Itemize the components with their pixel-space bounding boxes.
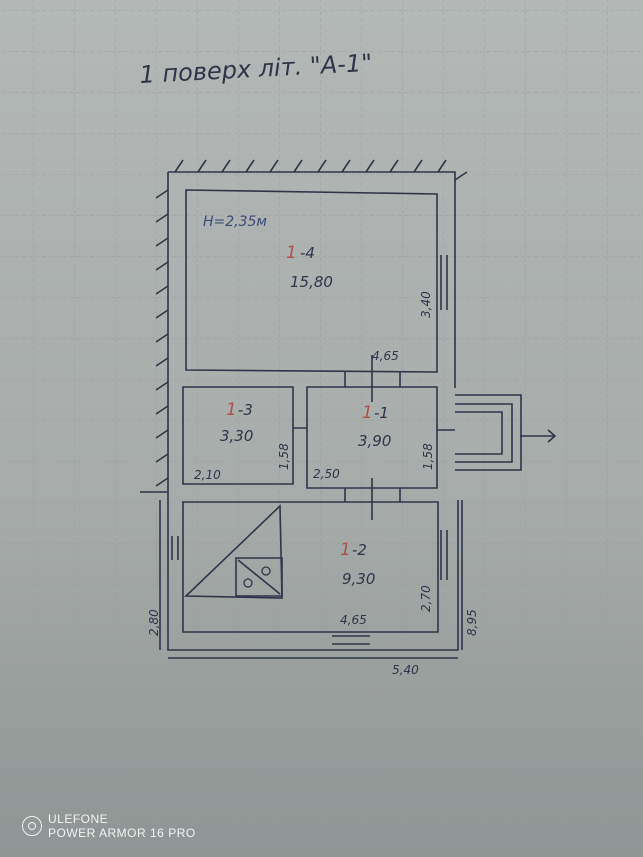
room-1-2-number: 1 xyxy=(340,540,351,560)
room-1-1-area: 3,90 xyxy=(358,432,391,450)
dim-room3-height: 1,58 xyxy=(277,443,291,470)
room-1-1-suffix: -1 xyxy=(374,404,389,422)
room-1-2-area: 9,30 xyxy=(342,570,375,588)
dim-room4-height: 3,40 xyxy=(419,291,433,318)
dim-room4-width: 4,65 xyxy=(372,349,399,363)
room-1-4-number: 1 xyxy=(286,243,297,263)
dim-room2-width: 4,65 xyxy=(340,613,367,627)
stove-burner xyxy=(243,578,253,588)
room-1-1-number: 1 xyxy=(362,403,373,423)
room-1-3-number: 1 xyxy=(226,400,237,420)
stove-burner xyxy=(261,566,271,576)
dim-outer-right: 8,95 xyxy=(465,609,479,636)
dim-room1-height: 1,58 xyxy=(421,443,435,470)
ceiling-height-note: H=2,35м xyxy=(203,214,267,230)
watermark-model: POWER ARMOR 16 PRO xyxy=(48,826,196,840)
ulefone-logo-icon xyxy=(22,816,42,836)
dim-room2-height: 2,70 xyxy=(419,585,433,612)
dim-outer-left: 2,80 xyxy=(147,609,161,636)
dim-outer-bottom: 5,40 xyxy=(392,663,419,677)
dim-room3-width: 2,10 xyxy=(194,468,221,482)
watermark-brand: ULEFONE xyxy=(48,812,109,826)
camera-watermark: ULEFONE POWER ARMOR 16 PRO xyxy=(22,812,196,840)
room-1-3-suffix: -3 xyxy=(238,401,253,419)
dim-room1-width: 2,50 xyxy=(313,467,340,481)
room-1-4-suffix: -4 xyxy=(300,244,315,262)
outer-walls xyxy=(140,159,557,659)
room-1-3-area: 3,30 xyxy=(220,427,253,445)
room-1-2-suffix: -2 xyxy=(352,541,367,559)
room-1-4-area: 15,80 xyxy=(290,273,333,291)
